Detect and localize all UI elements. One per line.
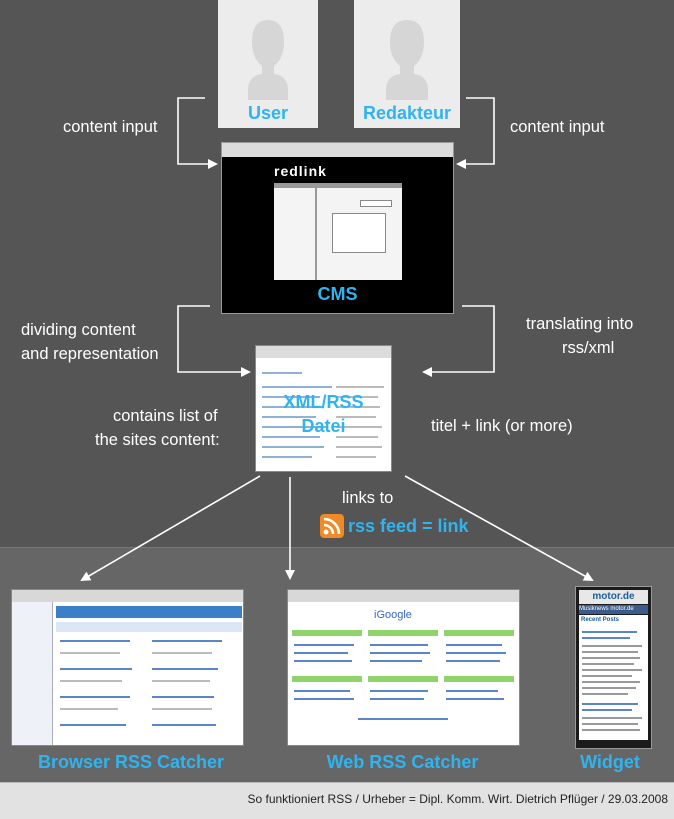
footer-credit: So funktioniert RSS / Urheber = Dipl. Ko… [247, 792, 668, 806]
arrow-cms-right-to-xml [422, 305, 495, 377]
igoogle-logo: iGoogle [374, 609, 412, 621]
web-catcher-screenshot: iGoogle [287, 589, 520, 746]
xml-label-line1: XML/RSS [283, 392, 364, 412]
cms-label: CMS [317, 284, 358, 304]
titel-link-label: titel + link (or more) [431, 417, 573, 435]
widget-label: Widget [580, 752, 640, 772]
content-input-left-label: content input [63, 118, 158, 136]
arrow-xml-to-widget [404, 475, 594, 581]
browser-catcher-label: Browser RSS Catcher [37, 752, 225, 772]
xml-label-line2: Datei [301, 416, 346, 436]
dividing-label-line1: dividing content [21, 321, 136, 339]
rss-feed-icon [320, 514, 344, 538]
cms-admin-panel [274, 183, 402, 280]
user-avatar: User [218, 0, 318, 128]
widget-brand: motor.de [579, 590, 648, 604]
cms-screenshot: redlink CMS [221, 142, 454, 314]
arrow-user-to-cms [177, 97, 218, 169]
dividing-label-line2: and representation [21, 345, 159, 363]
links-to-label: links to [342, 489, 394, 507]
editor-label: Redakteur [362, 103, 452, 123]
contains-label-line1: contains list of [113, 407, 218, 425]
translating-label-line1: translating into [526, 315, 634, 333]
contains-label-line2: the sites content: [95, 431, 220, 449]
widget-subtitle: Musiknews motor.de [579, 605, 648, 614]
widget-section-title: Recent Posts [581, 617, 620, 623]
arrow-editor-to-cms [456, 97, 495, 169]
rss-feed-label: rss feed = link [348, 516, 469, 536]
cms-browser-toolbar [222, 143, 453, 157]
editor-avatar: Redakteur [354, 0, 460, 128]
xml-rss-document: XML/RSS Datei [255, 345, 392, 472]
editor-silhouette-icon [386, 20, 428, 100]
user-silhouette-icon [248, 20, 288, 100]
user-label: User [247, 103, 289, 123]
cms-logo: redlink [274, 163, 327, 179]
footer-bar: So funktioniert RSS / Urheber = Dipl. Ko… [0, 782, 674, 819]
arrow-xml-to-browser [80, 475, 261, 582]
translating-label-line2: rss/xml [562, 339, 615, 357]
web-catcher-label: Web RSS Catcher [326, 752, 479, 772]
arrow-cms-left-to-xml [177, 305, 251, 377]
content-input-right-label: content input [510, 118, 605, 136]
widget-screenshot: motor.de Musiknews motor.de Recent Posts [575, 586, 652, 749]
browser-catcher-screenshot [11, 589, 244, 746]
